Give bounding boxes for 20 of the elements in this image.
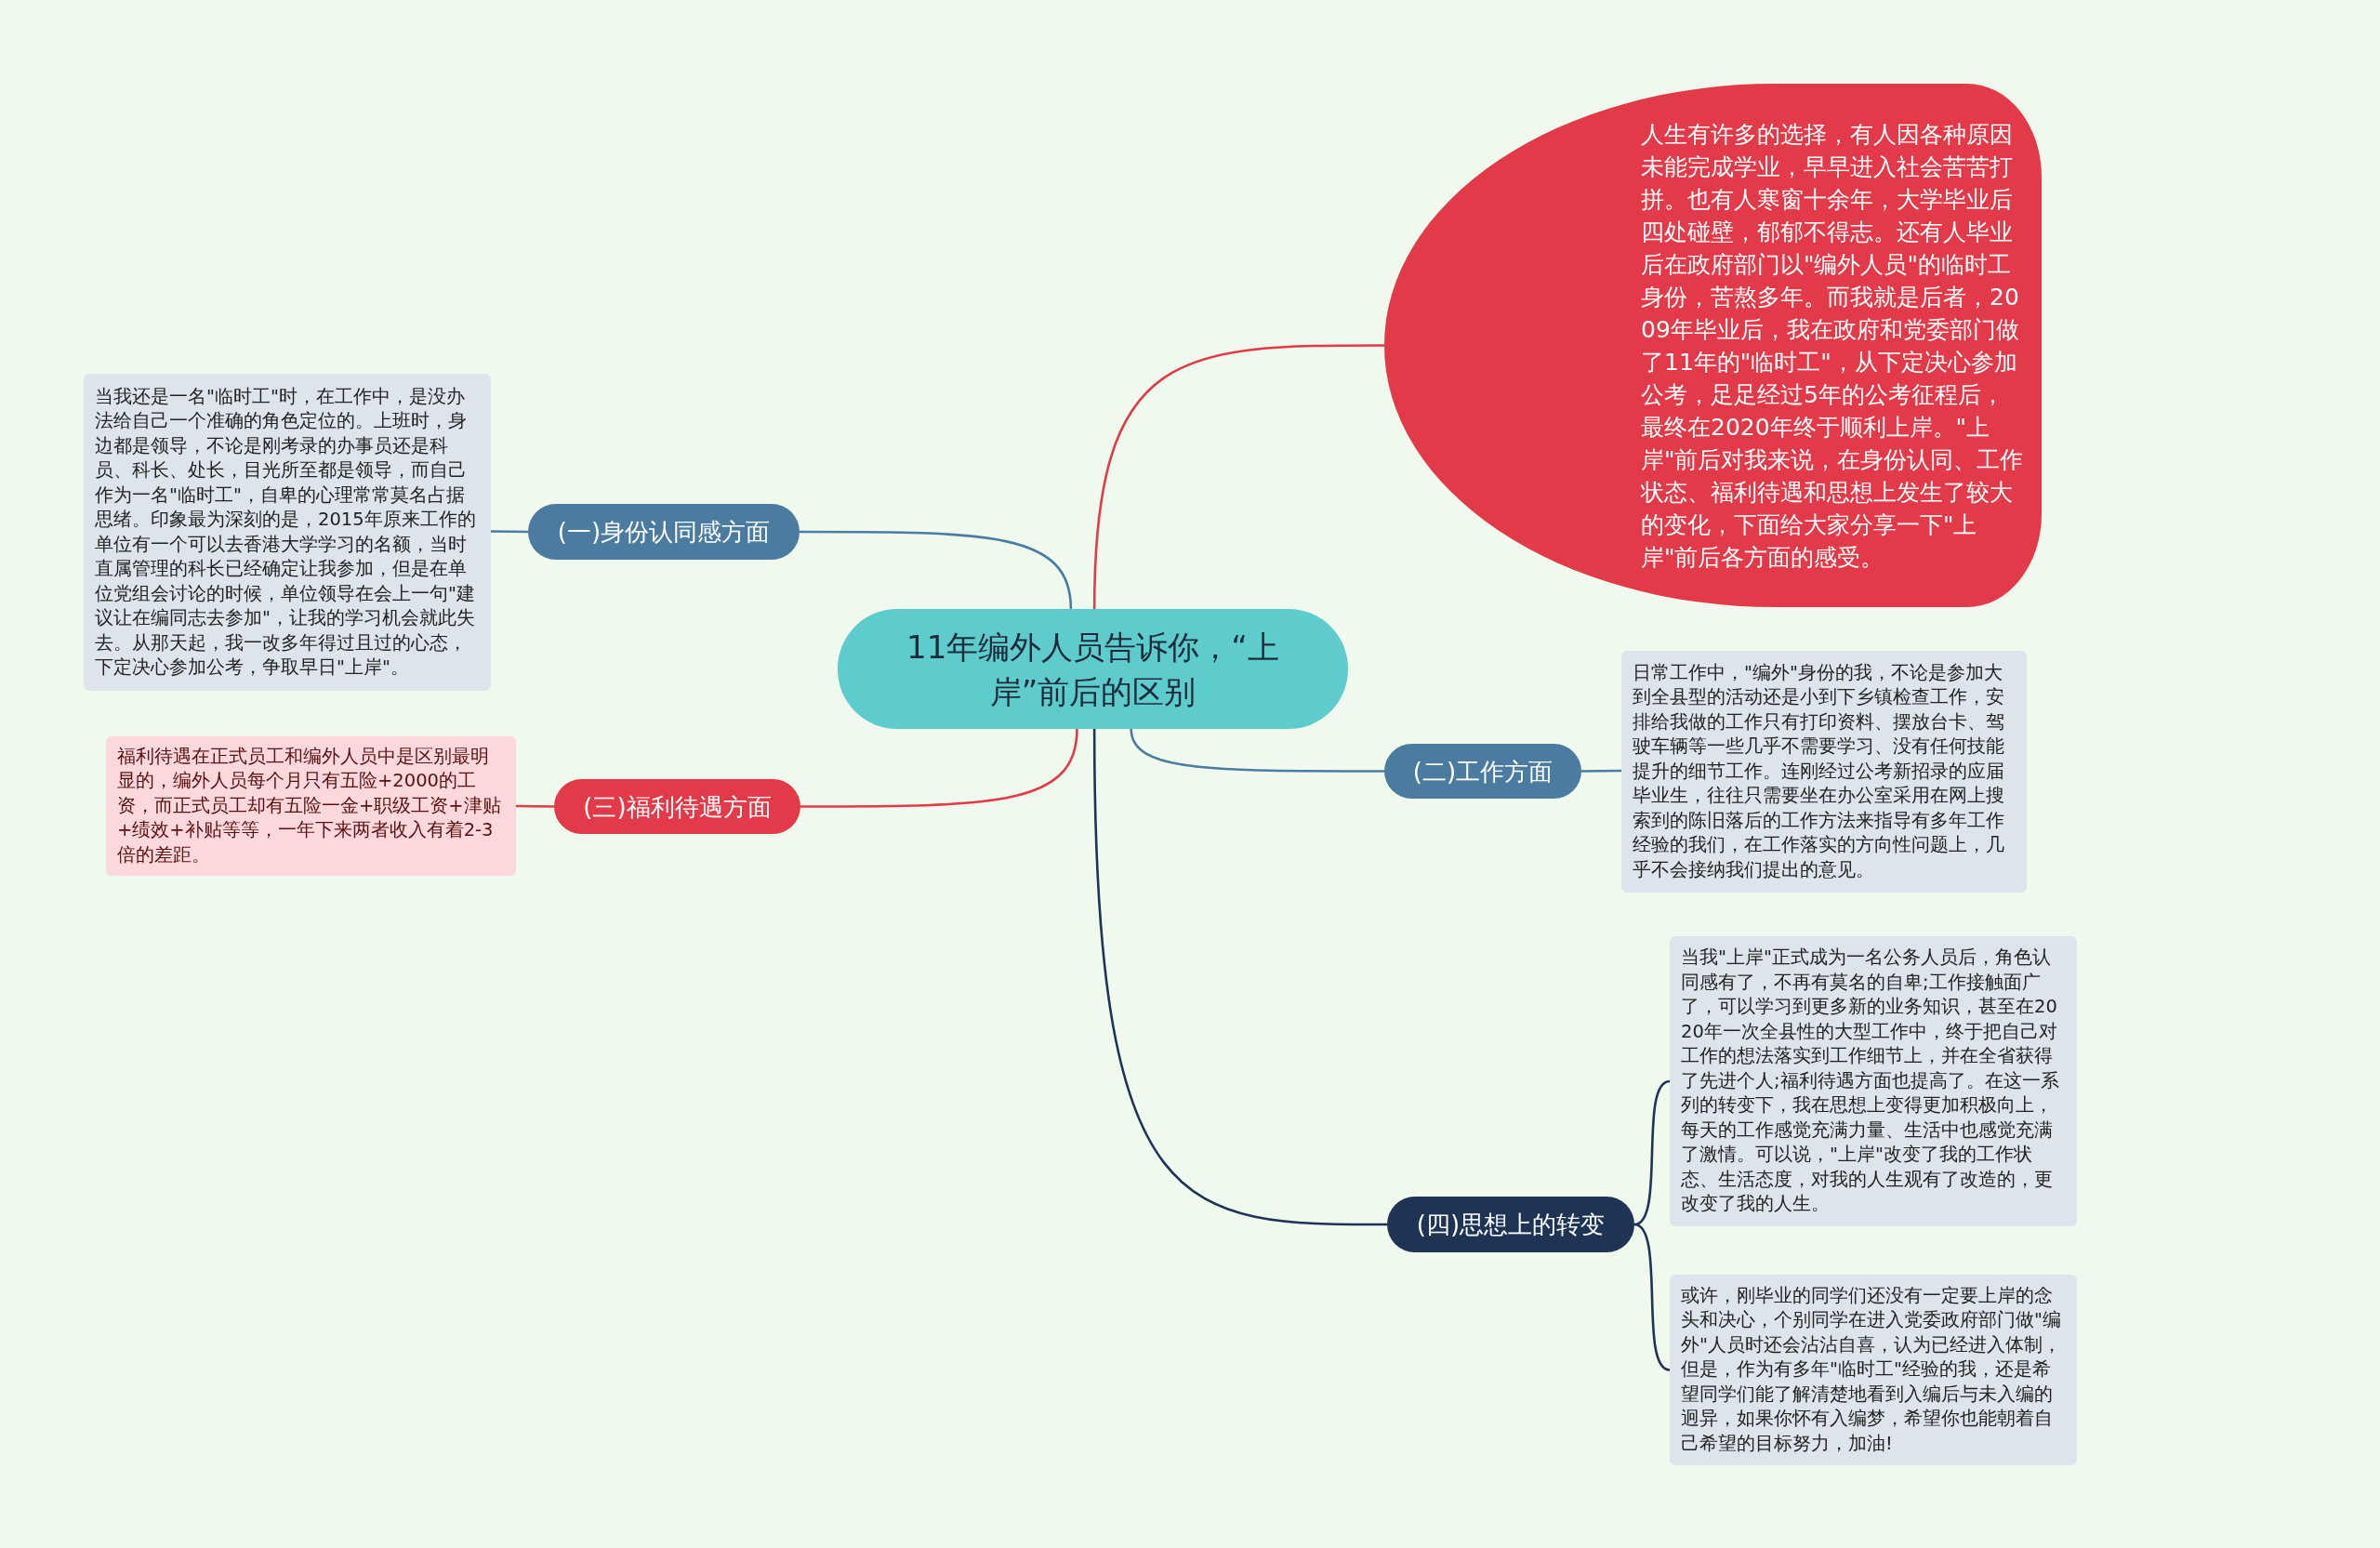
connector-line: [516, 804, 554, 808]
central-topic: 11年编外人员告诉你，“上岸”前后的区别: [838, 609, 1348, 729]
topic-box: (三)福利待遇方面: [554, 779, 800, 834]
topic-box: (四)思想上的转变: [1387, 1197, 1634, 1252]
note-box: 当我"上岸"正式成为一名公务人员后，角色认同感有了，不再有莫名的自卑;工作接触面广了，可以学习到更多新的业务知识，甚至在2020年一次全县性的大型工作中，终于把自己对工作的想法落实到工作细节上，并在全省获得了先进个人;福利待遇方面也提高了。在这一系列的转变下，我在思想上变得更加积极向上，每天的工作感觉充满力量、生活中也感觉充满了激情。可以说，"上岸"改变了我的工作状态、生活态度，对我的人生观有了改造的，更改变了我的人生。: [1670, 936, 2077, 1226]
connector-line: [1092, 728, 1387, 1226]
topic-box: (一)身份认同感方面: [528, 504, 800, 560]
connector-line: [1581, 769, 1621, 773]
connector-line: [800, 530, 1073, 610]
note-box: 或许，刚毕业的同学们还没有一定要上岸的念头和决心，个别同学在进入党委政府部门做"编外"人员时还会沾沾自喜，认为已经进入体制，但是，作为有多年"临时工"经验的我，还是希望同学们能了解清楚地看到入编后与未入编的迥异，如果你怀有入编梦，希望你也能朝着自己希望的目标努力，加油!: [1670, 1275, 2077, 1465]
note-box: 当我还是一名"临时工"时，在工作中，是没办法给自己一个准确的角色定位的。上班时，身边都是领导，不论是刚考录的办事员还是科员、科长、处长，目光所至都是领导，而自己作为一名"临时工"，自卑的心理常常莫名占据思绪。印象最为深刻的是，2015年原来工作的单位有一个可以去香港大学学习的名额，当时直属管理的科长已经确定让我参加，但是在单位党组会讨论的时候，单位领导在会上一句"建议让在编同志去参加"，让我的学习机会就此失去。从那天起，我一改多年得过且过的心态，下定决心参加公考，争取早日"上岸"。: [84, 374, 491, 691]
connector-line: [1092, 344, 1384, 610]
connector-line: [1130, 728, 1384, 773]
connector-line: [1633, 1223, 1671, 1371]
connector-line: [491, 530, 528, 534]
note-box: 日常工作中，"编外"身份的我，不论是参加大到全县型的活动还是小到下乡镇检查工作，安排给我做的工作只有打印资料、摆放台卡、驾驶车辆等一些几乎不需要学习、没有任何技能提升的细节工作。连刚经过公考新招录的应届毕业生，往往只需要坐在办公室采用在网上搜索到的陈旧落后的工作方法来指导有多年工作经验的我们，在工作落实的方向性问题上，几乎不会接纳我们提出的意见。: [1621, 651, 2027, 893]
topic-box: (二)工作方面: [1384, 744, 1581, 799]
note-box: 福利待遇在正式员工和编外人员中是区别最明显的，编外人员每个月只有五险+2000的工资，而正式员工却有五险一金+职级工资+津贴+绩效+补贴等等，一年下来两者收入有着2-3倍的差距。: [106, 736, 516, 876]
connector-line: [1633, 1079, 1671, 1226]
connector-line: [800, 728, 1078, 808]
